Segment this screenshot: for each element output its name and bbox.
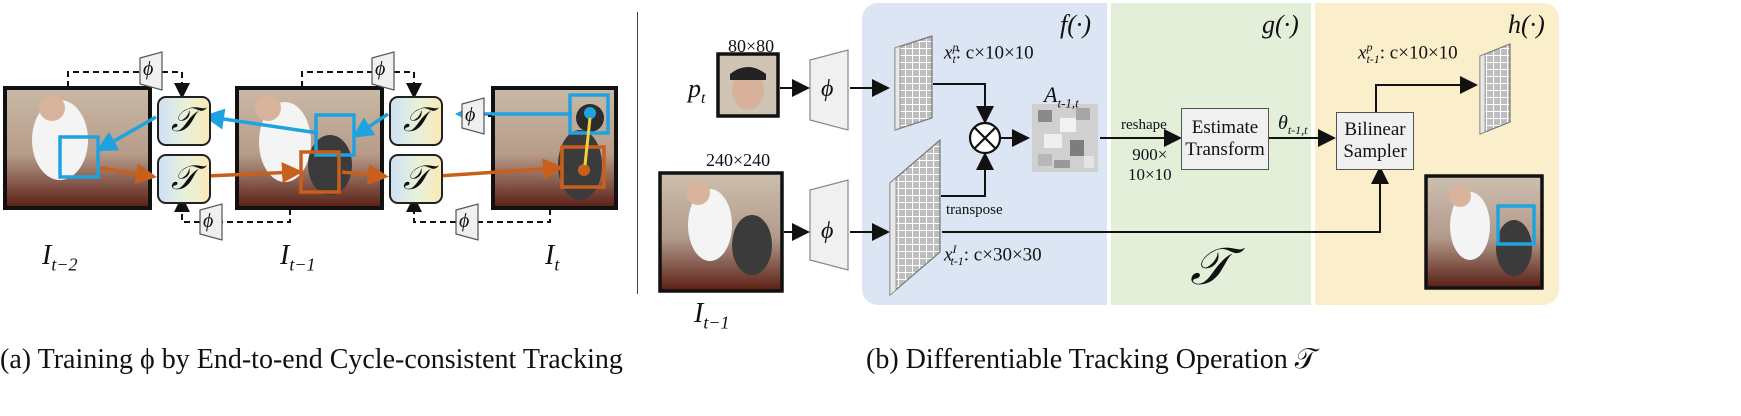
- frame-t-minus-2: [3, 86, 152, 210]
- frame-feature-tensor: [889, 138, 941, 297]
- phi-encoder-a2: [371, 51, 395, 91]
- cyan-box-frame-t-minus-2: [58, 135, 100, 179]
- caption-a: (a) Training ϕ by End-to-end Cycle-consi…: [0, 344, 623, 375]
- tracker-symbol-large: 𝒯: [1190, 239, 1230, 296]
- phi-encoder-patch: [809, 49, 849, 131]
- output-frame-image: [1424, 174, 1544, 290]
- frame-size-label: 240×240: [706, 150, 771, 170]
- tracker-box-2: 𝒯: [157, 154, 211, 204]
- orange-arrow-4: [437, 158, 564, 180]
- phi-encoder-a4: [199, 203, 223, 241]
- phi-label-patch: ϕ: [821, 76, 834, 102]
- orange-arrow-2: [205, 162, 303, 184]
- frame-t-minus-1: [235, 86, 384, 210]
- tracker-box-1: 𝒯: [157, 96, 211, 146]
- patch-size-label: 80×80: [728, 36, 775, 56]
- panel-a-diagram: [3, 51, 618, 241]
- affinity-label: At-1,t: [1044, 82, 1079, 111]
- yellow-link: [583, 117, 592, 166]
- frame-image-b: [658, 171, 784, 293]
- stage-f-label: f(·): [1060, 10, 1092, 39]
- frame-label-t-minus-2: It−2: [42, 240, 78, 275]
- cyan-arrow-frame-to-T: [203, 108, 319, 135]
- phi-encoder-a1: [139, 51, 163, 91]
- phi-label-a1: ϕ: [143, 58, 154, 80]
- caption-b: (b) Differentiable Tracking Operation 𝒯: [866, 344, 1317, 375]
- phi-encoder-frame: [809, 179, 849, 271]
- tracker-box-3: 𝒯: [389, 96, 443, 146]
- phi-label-a2: ϕ: [375, 58, 386, 80]
- patch-label: pt: [688, 74, 706, 108]
- phi-label-a5: ϕ: [459, 210, 470, 232]
- output-feature-tensor: [1479, 43, 1511, 135]
- orange-arrow-1: [99, 163, 157, 185]
- reshape-label: reshape: [1121, 117, 1167, 133]
- cyan-arrow-T-to-frame-2: [95, 115, 157, 152]
- frame-label-t-minus-1: It−1: [280, 240, 316, 275]
- patch-feature-tensor: [894, 35, 933, 131]
- frame-label-t: It: [545, 240, 560, 275]
- frame-feature-label: xIt-1: c×30×30: [944, 242, 1042, 269]
- panel-separator: [637, 12, 638, 294]
- transpose-label: transpose: [946, 202, 1003, 218]
- phi-label-a4: ϕ: [203, 210, 214, 232]
- theta-label: θt-1,t: [1278, 112, 1308, 137]
- output-feature-label: xpt-1: c×10×10: [1358, 40, 1458, 67]
- frame-label-b: It−1: [694, 298, 730, 333]
- orange-dot: [578, 164, 590, 176]
- stage-h-label: h(·): [1508, 10, 1545, 39]
- phi-label-a3: ϕ: [465, 104, 476, 126]
- panel-b-diagram: [658, 35, 1544, 297]
- phi-label-frame: ϕ: [821, 218, 834, 244]
- affinity-matrix: [1032, 104, 1098, 172]
- patch-feature-label: xpt: c×10×10: [944, 40, 1034, 67]
- reshape-dims: 900×10×10: [1128, 145, 1172, 184]
- phi-encoder-a3: [461, 97, 485, 135]
- stage-g-label: g(·): [1262, 10, 1299, 39]
- orange-arrow-3: [341, 164, 389, 186]
- cyan-arrow-T-to-frame: [352, 112, 389, 138]
- patch-image: [716, 52, 780, 118]
- tracker-box-4: 𝒯: [389, 154, 443, 204]
- cyan-dot: [584, 107, 596, 119]
- phi-encoder-a5: [455, 203, 479, 241]
